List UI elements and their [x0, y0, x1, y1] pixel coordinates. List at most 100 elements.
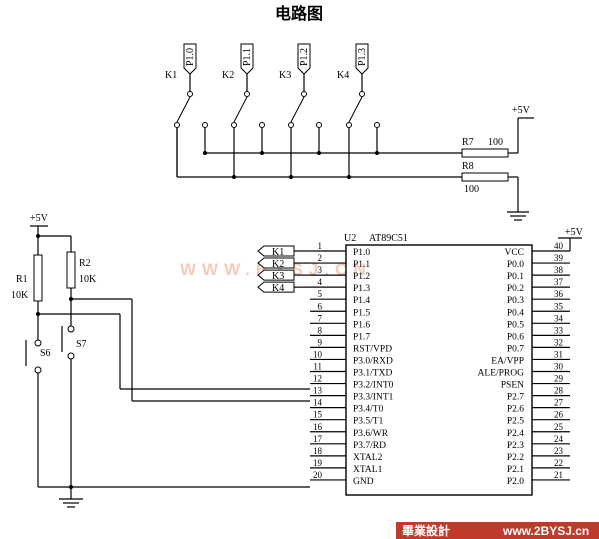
- chip-pin-label: P2.1: [507, 465, 524, 475]
- chip-pin-label: P2.4: [507, 429, 524, 439]
- key-contact: [359, 91, 365, 97]
- chip-ref: U2: [344, 233, 356, 244]
- key-contact-right: [259, 122, 265, 128]
- chip-pin-label: P1.0: [353, 248, 370, 258]
- chip-pin-number: 27: [554, 398, 564, 408]
- resistor-r2: [66, 251, 76, 289]
- chip-pin-label: P1.7: [353, 332, 370, 342]
- chip-pin-label: P3.5/T1: [353, 417, 384, 427]
- chip-pin-number: 40: [554, 241, 564, 251]
- chip-pin-number: 32: [554, 337, 563, 347]
- chip-pin-number: 3: [318, 265, 323, 275]
- resistor-r7: [461, 148, 509, 158]
- port-flag: [297, 43, 311, 75]
- key-contact-right: [374, 122, 380, 128]
- port-flag: [240, 43, 254, 75]
- chip-pin-number: 38: [554, 265, 564, 275]
- chip-pin-number: 5: [318, 289, 323, 299]
- chip-pin-label: P1.5: [353, 308, 370, 318]
- chip-pin-label: GND: [353, 477, 374, 487]
- chip-pin-number: 4: [318, 277, 323, 287]
- chip-pin-label: P3.4/T0: [353, 405, 384, 415]
- port-flag-label: P1.2: [299, 48, 310, 66]
- key-label: K3: [279, 70, 291, 81]
- chip-pin-number: 29: [554, 374, 564, 384]
- chip-pin-label: XTAL1: [353, 465, 383, 475]
- chip-pin-label: P3.6/WR: [353, 429, 389, 439]
- chip-pin-number: 21: [554, 470, 563, 480]
- chip-pin-label: P2.3: [507, 441, 524, 451]
- chip-pin-number: 6: [318, 301, 323, 311]
- chip-pin-label: P2.5: [507, 417, 524, 427]
- r7-name: R7: [462, 137, 474, 148]
- s6-label: S6: [40, 348, 51, 359]
- key-contact-left: [231, 122, 237, 128]
- chip-pin-label: P2.2: [507, 453, 524, 463]
- chip-pin-number: 14: [313, 398, 323, 408]
- chip-pin-number: 15: [313, 410, 323, 420]
- chip-pin-label: P3.3/INT1: [353, 393, 394, 403]
- chip-pin-number: 20: [313, 470, 323, 480]
- chip-pin-label: RST/VPD: [353, 344, 392, 354]
- key-label: K2: [222, 70, 234, 81]
- chip-pin-number: 22: [554, 458, 563, 468]
- chip-pin-label: XTAL2: [353, 453, 383, 463]
- chip-pin-number: 7: [318, 313, 323, 323]
- chip-pin-label: P3.0/RXD: [353, 356, 393, 366]
- r2-value: 10K: [79, 274, 97, 285]
- chip-pin-label: P0.2: [507, 284, 524, 294]
- chip-pin-number: 23: [554, 446, 564, 456]
- watermark: WWW.BYSJ.CN: [180, 260, 372, 279]
- chip-pin-number: 12: [313, 374, 322, 384]
- chip-part: AT89C51: [369, 233, 408, 244]
- s7-contact-top: [67, 325, 75, 333]
- key-label: K1: [165, 70, 177, 81]
- chip-pin-number: 2: [318, 253, 323, 263]
- chip-pin-number: 25: [554, 422, 564, 432]
- chip-pin-label: P1.4: [353, 296, 370, 306]
- chip-pin-number: 10: [313, 349, 323, 359]
- chip-pin-label: P0.5: [507, 320, 524, 330]
- port-flag-label: P1.1: [242, 48, 253, 66]
- chip-pin-number: 16: [313, 422, 323, 432]
- chip-pin-number: 36: [554, 289, 564, 299]
- chip-pin-label: P3.2/INT0: [353, 381, 394, 391]
- chip-pin-label: P3.1/TXD: [353, 369, 392, 379]
- chip-pin-number: 35: [554, 301, 564, 311]
- key-contact: [187, 91, 193, 97]
- chip-pin-label: VCC: [504, 248, 524, 258]
- chip-pin-label: P3.7/RD: [353, 441, 386, 451]
- s6-contact-top: [34, 339, 42, 347]
- chip-pin-number: 8: [318, 325, 323, 335]
- port-flag-label: P1.0: [185, 48, 196, 66]
- s7-contact-bottom: [67, 352, 75, 360]
- chip-body: [345, 244, 533, 496]
- chip-pin-number: 31: [554, 349, 563, 359]
- chip-pin-label: P1.1: [353, 260, 370, 270]
- chip-pin-label: PSEN: [501, 381, 524, 391]
- chip-pin-label: EA/VPP: [491, 356, 524, 366]
- net-label-text: K3: [272, 271, 284, 282]
- chip-pin-number: 28: [554, 386, 564, 396]
- port-flag: [183, 43, 197, 75]
- key-switch-blade: [348, 96, 363, 123]
- chip-pin-number: 19: [313, 458, 323, 468]
- key-contact-right: [202, 122, 208, 128]
- net-label-text: K1: [272, 247, 284, 258]
- key-contact-right: [316, 122, 322, 128]
- chip-right-pins: 40VCC39P0.038P0.137P0.236P0.335P0.434P0.…: [478, 241, 570, 487]
- r8-value: 100: [464, 184, 479, 195]
- port-flag-label: P1.3: [357, 48, 368, 66]
- chip-pin-number: 9: [318, 337, 323, 347]
- chip-pin-label: P0.3: [507, 296, 524, 306]
- r1-name: R1: [16, 274, 28, 285]
- chip-pin-label: P0.4: [507, 308, 524, 318]
- chip-pin-number: 18: [313, 446, 323, 456]
- key-contact-left: [174, 122, 180, 128]
- port-flag: [355, 43, 369, 75]
- chip-pin-number: 33: [554, 325, 564, 335]
- chip-pin-label: P0.0: [507, 260, 524, 270]
